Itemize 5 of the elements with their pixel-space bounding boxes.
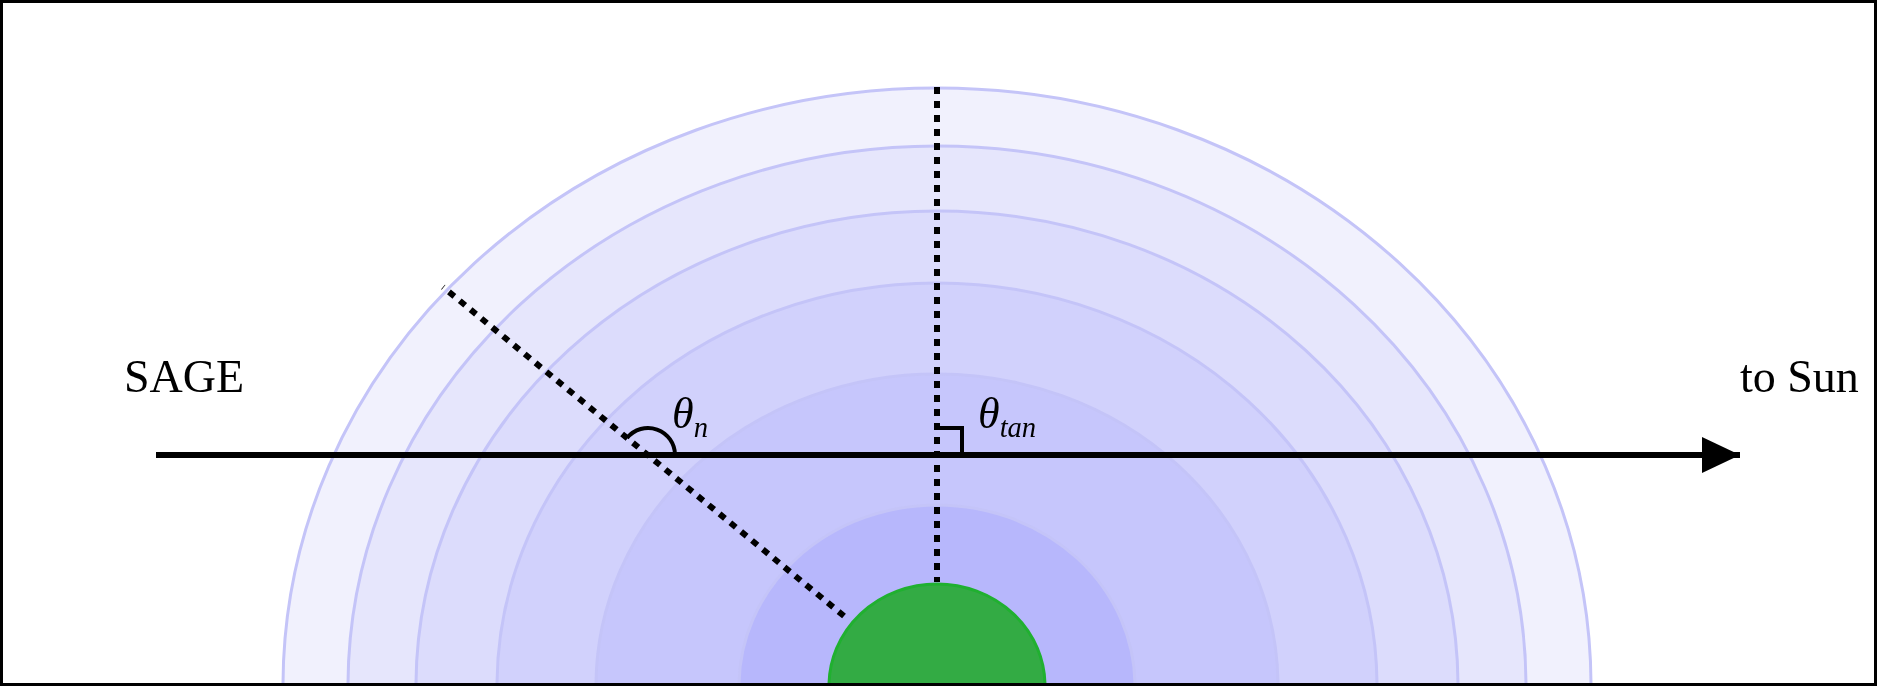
angle-label: θ$_{tan}$ bbox=[978, 392, 1037, 443]
text-label: to Sun bbox=[1740, 352, 1859, 403]
text-label: SAGE bbox=[124, 352, 245, 403]
angle-label: θ$_{n}$ bbox=[672, 392, 708, 443]
arrow bbox=[156, 437, 1740, 473]
